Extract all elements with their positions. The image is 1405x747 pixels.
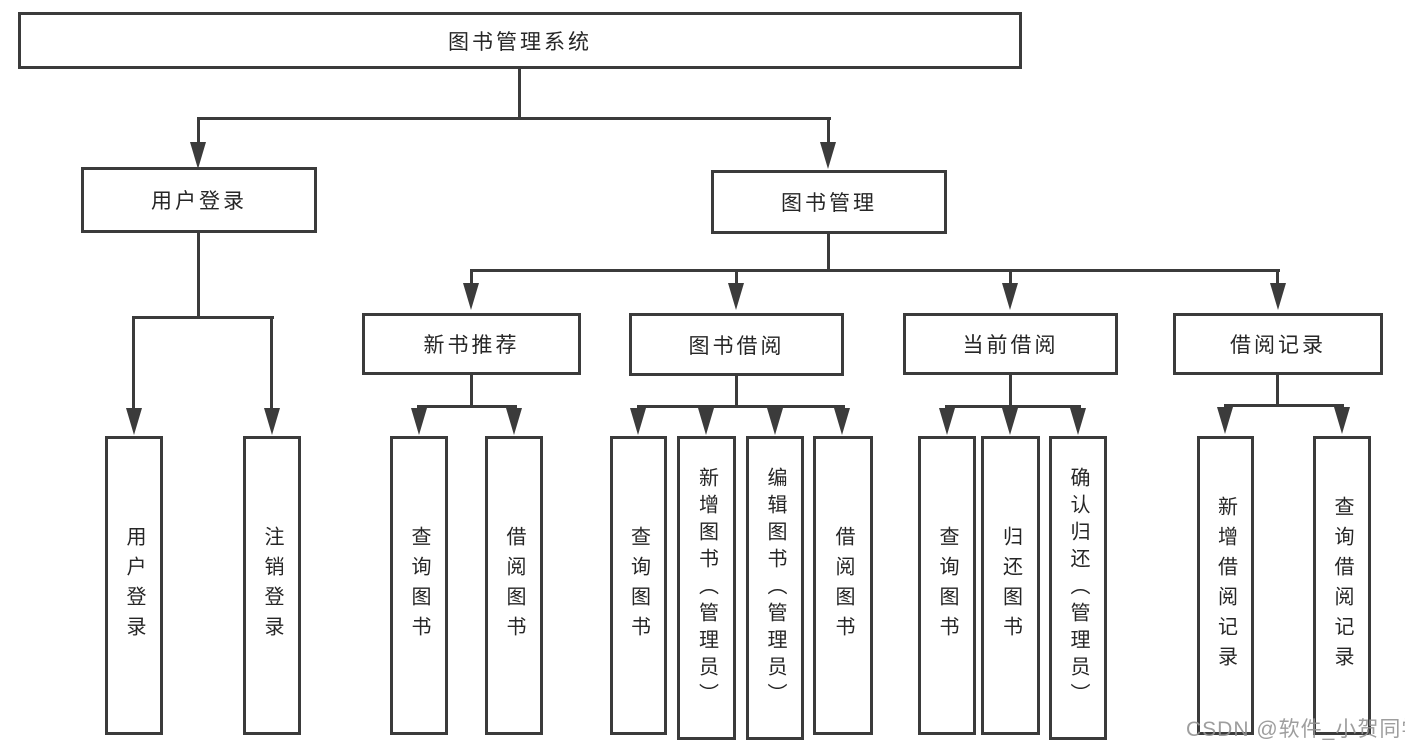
leaf-query-books-recommend: 查询图书 bbox=[390, 436, 448, 735]
arrowhead-down-icon bbox=[820, 142, 836, 169]
connector-segment bbox=[518, 69, 521, 119]
arrowhead-down-icon bbox=[411, 408, 427, 435]
arrowhead-down-icon bbox=[728, 283, 744, 310]
leaf-add-books-admin: 新增图书（管理员） bbox=[677, 436, 736, 740]
leaf-add-borrow-record: 新增借阅记录 bbox=[1197, 436, 1254, 735]
leaf-borrow-books: 借阅图书 bbox=[813, 436, 873, 735]
leaf-logout: 注销登录 bbox=[243, 436, 301, 735]
connector-segment bbox=[470, 375, 473, 408]
arrowhead-down-icon bbox=[506, 408, 522, 435]
leaf-user-login: 用户登录 bbox=[105, 436, 163, 735]
node-book-management: 图书管理 bbox=[711, 170, 947, 234]
leaf-query-borrow-record: 查询借阅记录 bbox=[1313, 436, 1371, 735]
leaf-return-books: 归还图书 bbox=[981, 436, 1040, 735]
connector-segment bbox=[197, 117, 831, 120]
arrowhead-down-icon bbox=[939, 408, 955, 435]
connector-segment bbox=[1276, 375, 1279, 407]
arrowhead-down-icon bbox=[1270, 283, 1286, 310]
arrowhead-down-icon bbox=[834, 408, 850, 435]
arrowhead-down-icon bbox=[264, 408, 280, 435]
connector-segment bbox=[827, 117, 830, 144]
connector-segment bbox=[1276, 269, 1279, 285]
connector-segment bbox=[197, 233, 200, 319]
node-borrow-records: 借阅记录 bbox=[1173, 313, 1383, 375]
node-new-book-recommend: 新书推荐 bbox=[362, 313, 581, 375]
arrowhead-down-icon bbox=[463, 283, 479, 310]
arrowhead-down-icon bbox=[698, 408, 714, 435]
connector-segment bbox=[470, 269, 1280, 272]
arrowhead-down-icon bbox=[1002, 408, 1018, 435]
arrowhead-down-icon bbox=[1002, 283, 1018, 310]
arrowhead-down-icon bbox=[630, 408, 646, 435]
node-user-login: 用户登录 bbox=[81, 167, 317, 233]
arrowhead-down-icon bbox=[190, 142, 206, 169]
connector-segment bbox=[735, 376, 738, 408]
connector-segment bbox=[417, 405, 517, 408]
arrowhead-down-icon bbox=[767, 408, 783, 435]
connector-segment bbox=[735, 269, 738, 285]
connector-segment bbox=[637, 405, 845, 408]
connector-segment bbox=[1009, 375, 1012, 408]
node-current-borrow: 当前借阅 bbox=[903, 313, 1118, 375]
connector-segment bbox=[1009, 269, 1012, 285]
connector-segment bbox=[827, 234, 830, 272]
leaf-query-books-current: 查询图书 bbox=[918, 436, 976, 735]
connector-segment bbox=[197, 117, 200, 144]
arrowhead-down-icon bbox=[126, 408, 142, 435]
arrowhead-down-icon bbox=[1070, 408, 1086, 435]
connector-segment bbox=[1224, 404, 1344, 407]
leaf-confirm-return-admin: 确认归还（管理员） bbox=[1049, 436, 1107, 740]
node-root: 图书管理系统 bbox=[18, 12, 1022, 69]
arrowhead-down-icon bbox=[1334, 407, 1350, 434]
leaf-query-books-borrow: 查询图书 bbox=[610, 436, 667, 735]
connector-segment bbox=[270, 316, 273, 410]
arrowhead-down-icon bbox=[1217, 407, 1233, 434]
connector-segment bbox=[945, 405, 1081, 408]
leaf-borrow-books-recommend: 借阅图书 bbox=[485, 436, 543, 735]
leaf-edit-books-admin: 编辑图书（管理员） bbox=[746, 436, 804, 740]
connector-segment bbox=[132, 316, 135, 410]
connector-segment bbox=[132, 316, 274, 319]
connector-segment bbox=[470, 269, 473, 285]
node-book-borrow: 图书借阅 bbox=[629, 313, 844, 376]
csdn-watermark: CSDN @软件_小贺同学 bbox=[1186, 718, 1405, 741]
